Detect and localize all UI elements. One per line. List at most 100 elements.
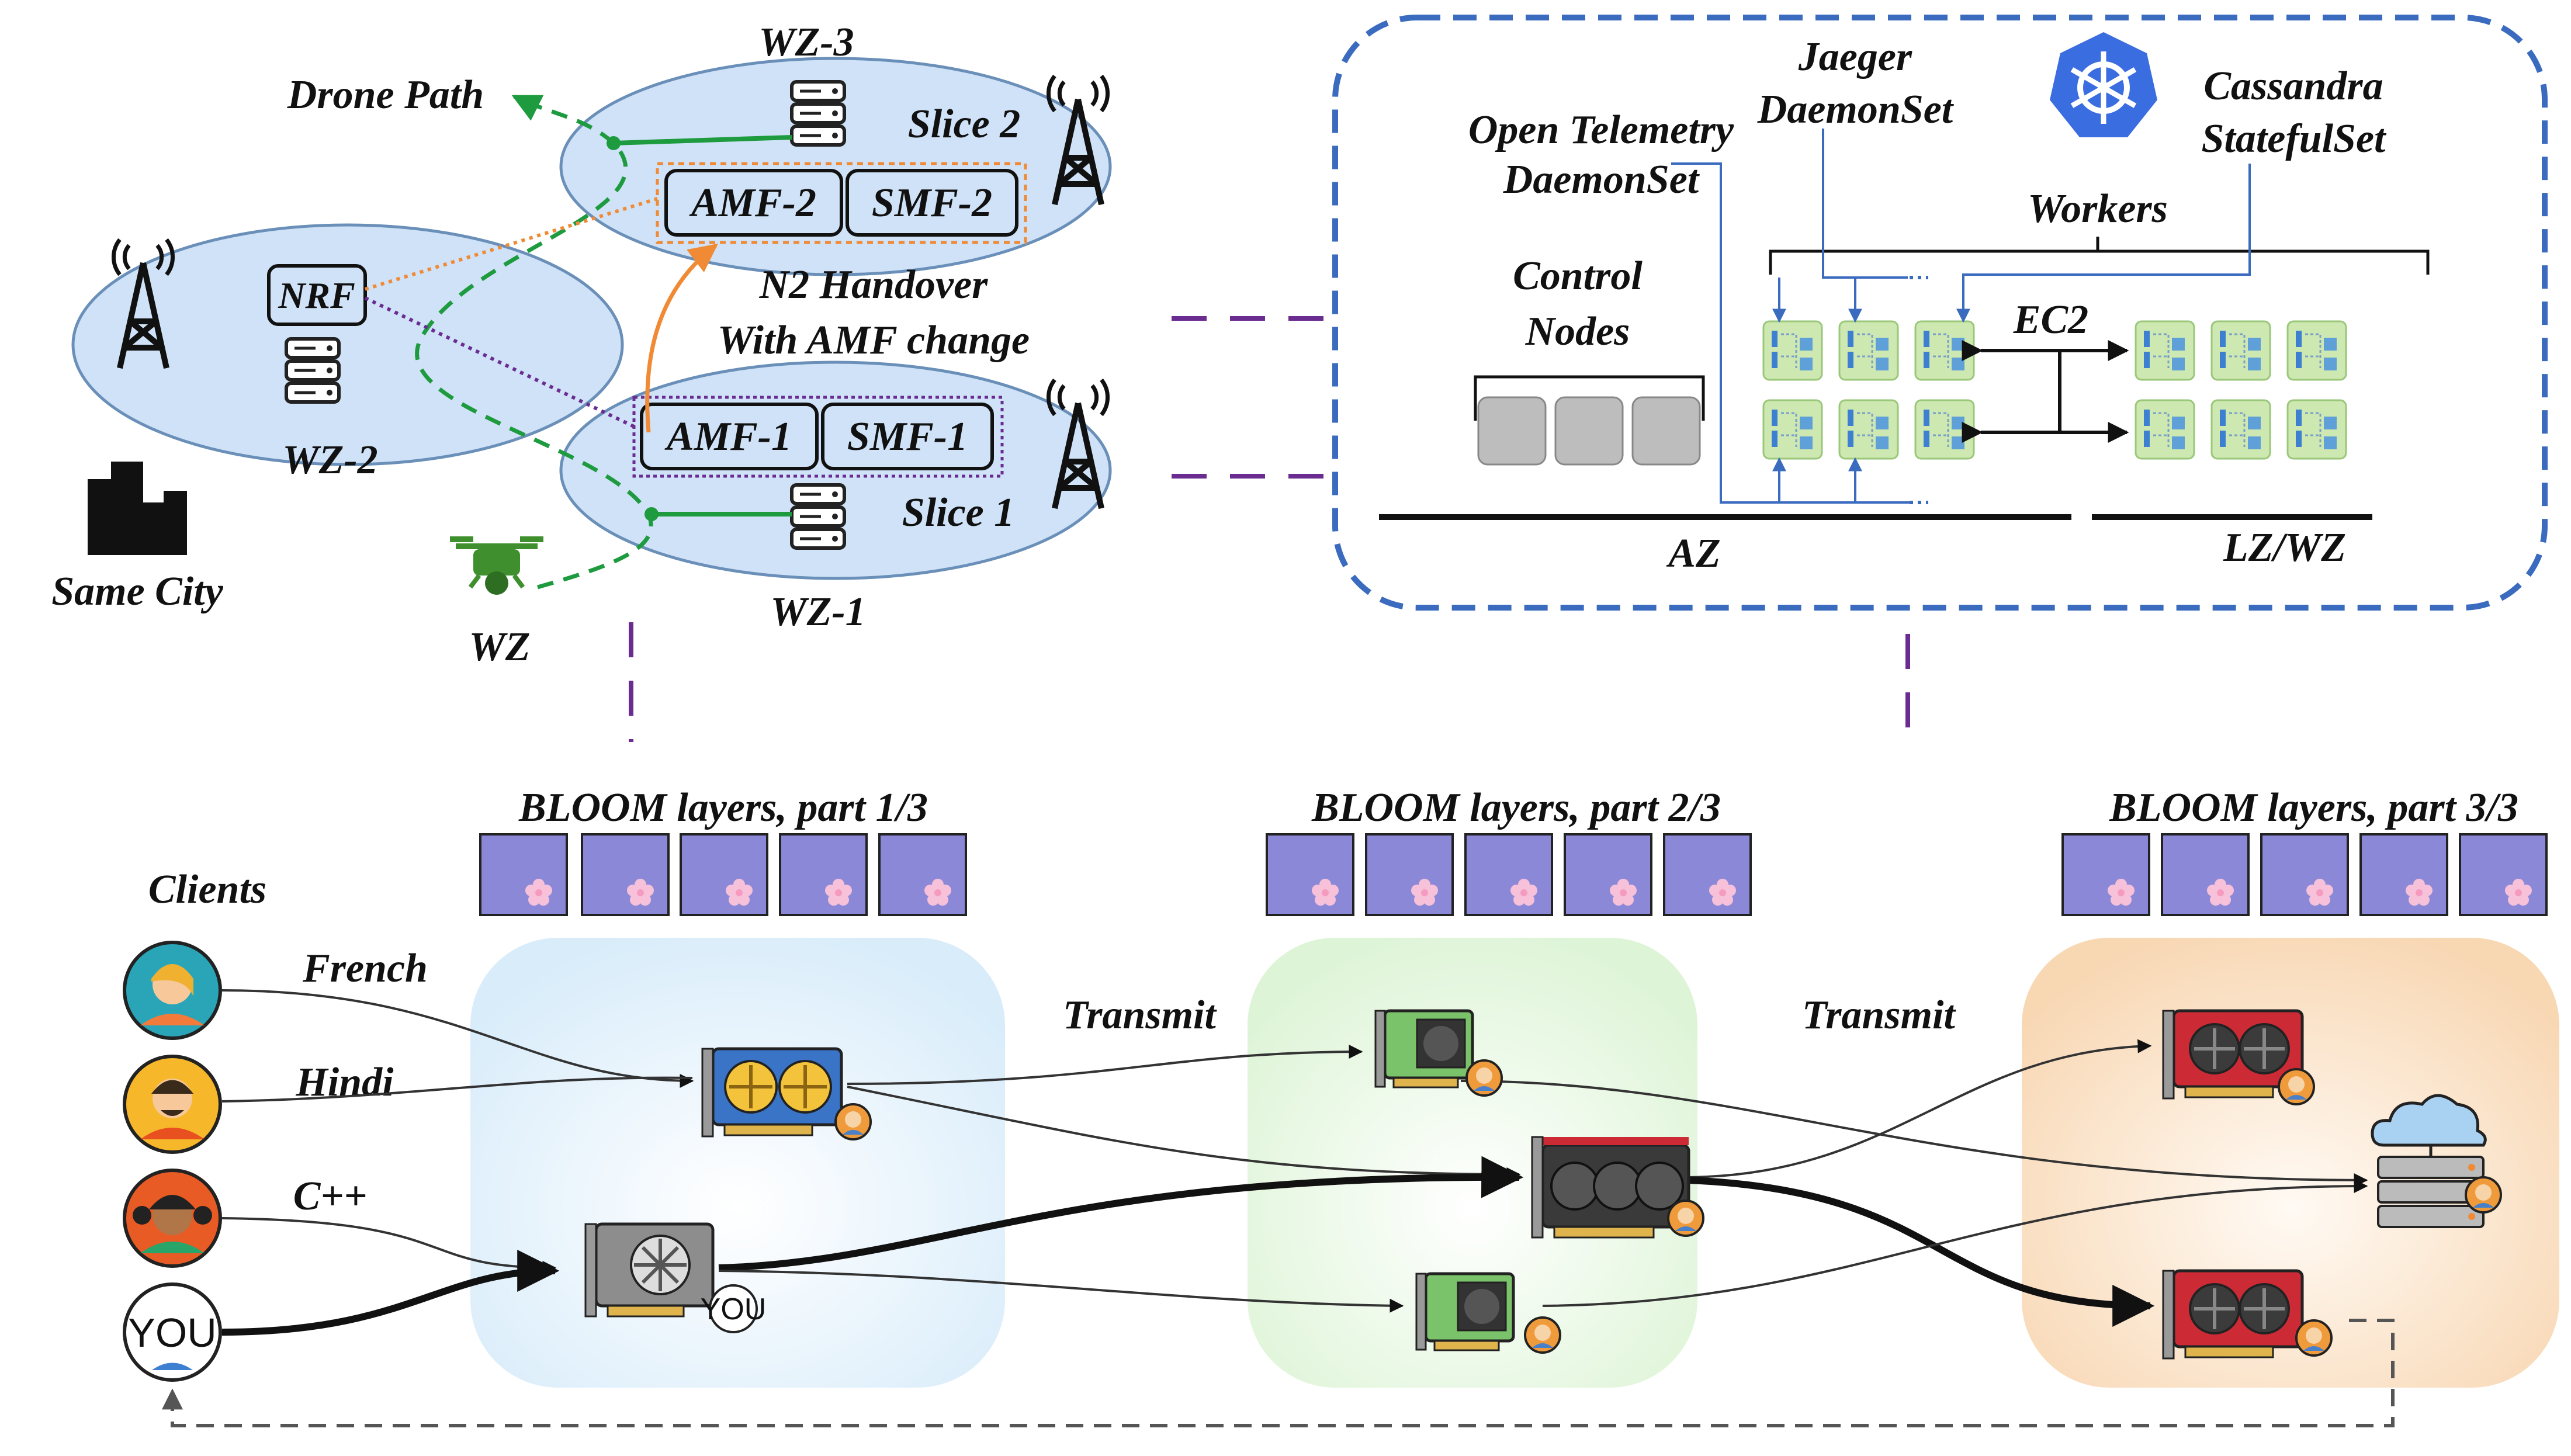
flow-part1-to-part2-mid: [847, 1086, 1521, 1181]
jaeger-label-1: Jaeger: [1798, 34, 1912, 79]
flow-you-part2-to-part3: [1688, 1177, 2155, 1327]
bloom-layer-block: [1663, 833, 1752, 916]
smf2-label: SMF-2: [872, 181, 992, 226]
return-path: [162, 1319, 2395, 1427]
amf2-box: [664, 169, 843, 237]
bloom-layer-block: [1564, 833, 1652, 916]
you-badge-icon: [709, 1284, 758, 1333]
drone-path-label: Drone Path: [287, 72, 484, 117]
nrf-box: [267, 264, 367, 326]
wz3-label: WZ-3: [758, 20, 854, 65]
worker-pod: [1838, 320, 1899, 381]
cassandra-line: [1956, 164, 2251, 323]
french-label: French: [302, 946, 428, 991]
owner-avatar-icon: [834, 1103, 872, 1140]
cassandra-label-1: Cassandra: [2203, 64, 2383, 109]
jaeger-line: [1822, 129, 1908, 279]
region-part3: [2022, 938, 2559, 1388]
client-french-avatar: [123, 941, 222, 1040]
server-icon: [792, 485, 844, 548]
nrf-label: NRF: [278, 275, 355, 316]
client-hindi-avatar: [123, 1055, 222, 1154]
bloom-layer-block: [581, 833, 670, 916]
worker-pod: [1914, 320, 1975, 381]
flow-french: [221, 989, 694, 1088]
transmit-label-2: Transmit: [1802, 993, 1956, 1038]
owner-avatar-icon: [1524, 1316, 1561, 1354]
slice2-label: Slice 2: [908, 102, 1020, 147]
handover-line2: With AMF change: [718, 318, 1030, 363]
owner-avatar-icon: [2278, 1068, 2315, 1105]
owner-avatar-icon: [1667, 1200, 1704, 1237]
workers-brace: [1769, 237, 2430, 275]
control-nodes-bracket: [1474, 375, 1705, 421]
kubernetes-logo-icon: [2050, 32, 2157, 137]
slice2-link: [613, 135, 792, 145]
bloom-part1-label: BLOOM layers, part 1/3: [518, 785, 928, 830]
bloom-layer-block: [2061, 833, 2150, 916]
lzwz-label: LZ/WZ: [2223, 525, 2346, 570]
worker-pod: [1838, 399, 1899, 460]
flow-part1-to-part2-top: [847, 1045, 1363, 1085]
server-icon: [286, 339, 339, 402]
city-buildings-icon: [88, 462, 187, 555]
gpu-card-icon: [2163, 1271, 2302, 1358]
bloom-layer-block: [2260, 833, 2349, 916]
bloom-layer-block: [1266, 833, 1354, 916]
you-badge-label: YOU: [701, 1292, 767, 1326]
cpp-label: C++: [293, 1174, 367, 1219]
control-node: [1554, 396, 1624, 466]
bloom-layer-block: [479, 833, 568, 916]
flow-part1-to-part2-low: [718, 1270, 1404, 1313]
worker-pod: [2286, 320, 2347, 381]
handover-arrow: [645, 244, 718, 433]
zone-wz2-ellipse: [71, 223, 624, 466]
same-city-label: Same City: [51, 569, 224, 614]
flow-part2-to-cloud: [1460, 1080, 2368, 1187]
owner-avatar-icon: [2295, 1319, 2333, 1357]
gpu-card-icon: [1416, 1274, 1513, 1350]
bloom-layer-block: [1365, 833, 1454, 916]
client-cpp-avatar: [123, 1169, 222, 1268]
worker-pod: [1762, 320, 1823, 381]
gpu-card-icon: [585, 1224, 713, 1316]
bloom-layer-block: [1464, 833, 1553, 916]
bloom-pipeline-panel: BLOOM layers, part 1/3 BLOOM layers, par…: [123, 785, 2559, 1427]
control-nodes-label-2: Nodes: [1525, 309, 1630, 354]
otel-label-1: Open Telemetry: [1468, 108, 1734, 152]
owner-avatar-icon: [1465, 1059, 1503, 1097]
you-avatar-label: YOU: [128, 1310, 217, 1356]
wz2-label: WZ-2: [282, 438, 377, 483]
drone-icon: [450, 536, 543, 595]
bloom-layer-block: [2459, 833, 2548, 916]
wz1-label: WZ-1: [770, 590, 865, 635]
bloom-layer-block: [779, 833, 868, 916]
az-label: AZ: [1666, 531, 1720, 576]
bloom-layer-block: [2161, 833, 2250, 916]
server-icon: [792, 82, 844, 145]
flow-part2-to-part3-top: [1688, 1039, 2152, 1178]
flow-hindi: [221, 1076, 693, 1103]
otel-line: [1671, 162, 1911, 504]
worker-pod: [2210, 320, 2271, 381]
control-node: [1477, 396, 1547, 466]
slice1-label: Slice 1: [902, 490, 1014, 535]
worker-pod: [2286, 399, 2347, 460]
owner-avatar-icon: [2465, 1176, 2502, 1214]
k8s-cluster-panel: Open Telemetry DaemonSet Jaeger DaemonSe…: [1332, 15, 2548, 611]
smf1-box: [821, 403, 994, 470]
worker-pod: [2210, 399, 2271, 460]
workers-label: Workers: [2028, 186, 2168, 231]
wz-label: WZ: [469, 625, 531, 670]
worker-pod: [1762, 399, 1823, 460]
handover-line1: N2 Handover: [759, 262, 989, 307]
drone-path-line: [415, 94, 653, 590]
flow-you: [221, 1250, 560, 1336]
amf2-label: AMF-2: [689, 181, 816, 226]
control-nodes-label-1: Control: [1513, 254, 1643, 299]
bloom-layer-block: [2359, 833, 2448, 916]
nrf-slice2-link: [365, 197, 658, 291]
bloom-part2-label: BLOOM layers, part 2/3: [1311, 785, 1721, 830]
ec2-label: EC2: [2013, 297, 2088, 342]
cassandra-label-2: StatefulSet: [2201, 116, 2387, 161]
